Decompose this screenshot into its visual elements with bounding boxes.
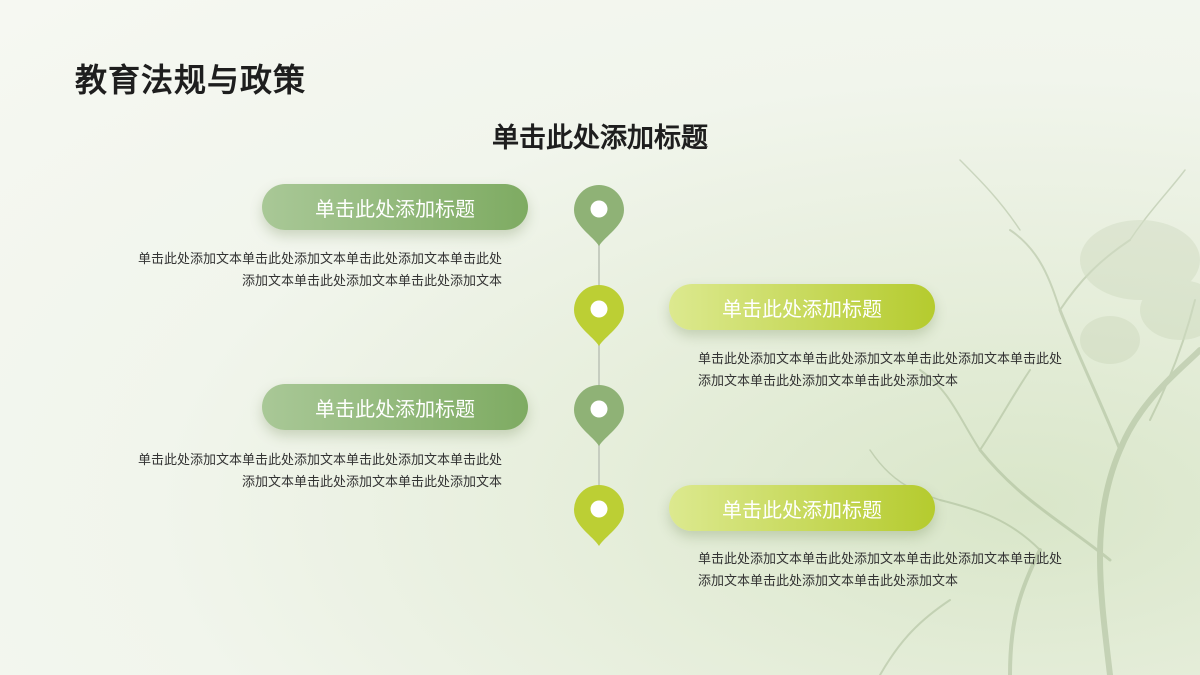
timeline-pin-1-icon	[573, 184, 625, 248]
section-title: 单击此处添加标题	[492, 123, 708, 154]
timeline-item-4-text-line2: 添加文本单击此处添加文本单击此处添加文本	[698, 574, 959, 589]
timeline-line	[598, 208, 600, 520]
background-tree-illustration	[869, 159, 1200, 675]
timeline-item-2-title[interactable]: 单击此处添加标题	[669, 284, 935, 330]
timeline-item-3-title[interactable]: 单击此处添加标题	[262, 384, 528, 430]
timeline-pin-2-icon	[573, 284, 625, 348]
timeline-item-2-text-line2: 添加文本单击此处添加文本单击此处添加文本	[698, 374, 959, 389]
timeline-item-3-text-line1: 单击此处添加文本单击此处添加文本单击此处添加文本单击此处	[137, 453, 502, 468]
timeline-item-4-title[interactable]: 单击此处添加标题	[669, 485, 935, 531]
timeline-item-1-title[interactable]: 单击此处添加标题	[262, 184, 528, 230]
timeline-pin-3-icon	[573, 384, 625, 448]
timeline-item-1-text-line1: 单击此处添加文本单击此处添加文本单击此处添加文本单击此处	[137, 252, 502, 267]
timeline-item-4-text-line1: 单击此处添加文本单击此处添加文本单击此处添加文本单击此处	[698, 552, 1063, 567]
timeline-pin-4-icon	[573, 484, 625, 548]
timeline-item-2-text: 单击此处添加文本单击此处添加文本单击此处添加文本单击此处 添加文本单击此处添加文…	[698, 349, 1120, 393]
timeline-item-3-text-line2: 添加文本单击此处添加文本单击此处添加文本	[241, 475, 502, 490]
timeline-item-1-text-line2: 添加文本单击此处添加文本单击此处添加文本	[241, 274, 502, 289]
timeline-item-4-text: 单击此处添加文本单击此处添加文本单击此处添加文本单击此处 添加文本单击此处添加文…	[698, 549, 1120, 593]
timeline-item-1-text: 单击此处添加文本单击此处添加文本单击此处添加文本单击此处 添加文本单击此处添加文…	[80, 249, 502, 293]
timeline-item-3-text: 单击此处添加文本单击此处添加文本单击此处添加文本单击此处 添加文本单击此处添加文…	[80, 450, 502, 494]
timeline-item-2-text-line1: 单击此处添加文本单击此处添加文本单击此处添加文本单击此处	[698, 352, 1063, 367]
page-title: 教育法规与政策	[75, 61, 307, 99]
